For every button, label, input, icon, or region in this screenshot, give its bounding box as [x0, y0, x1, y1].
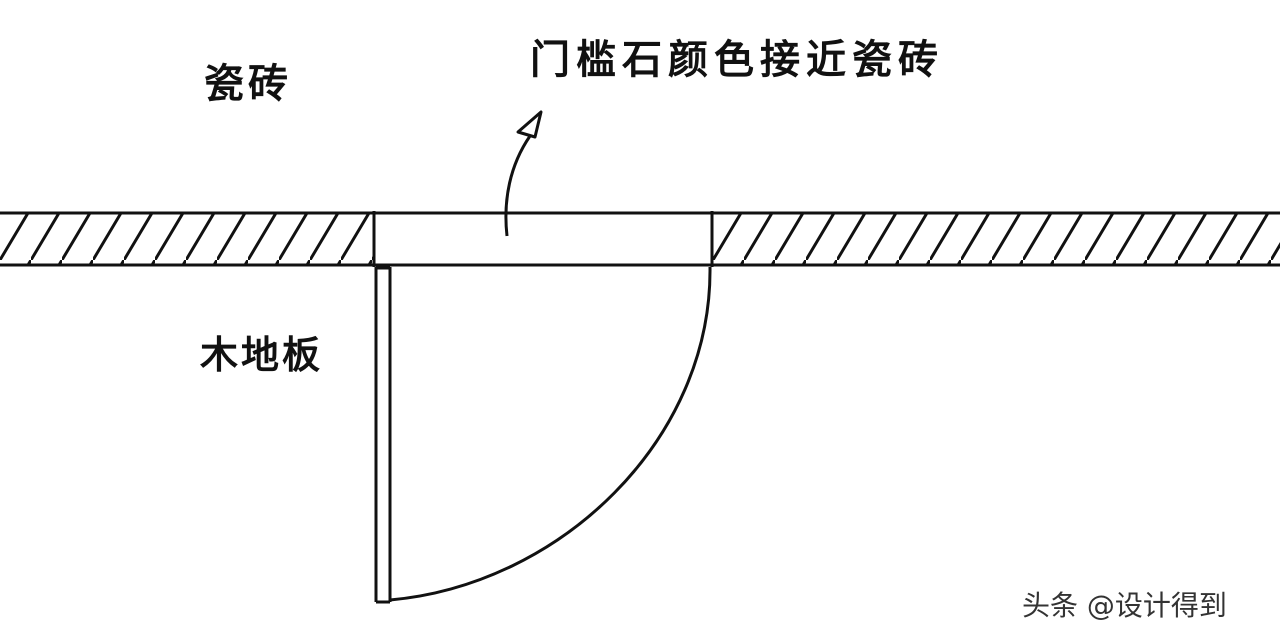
pointer-arrow	[504, 110, 543, 237]
door-leaf	[374, 266, 392, 604]
left-wall	[0, 211, 374, 267]
wood-floor-label: 木地板	[200, 333, 324, 377]
right-wall	[712, 211, 1280, 267]
threshold-stone	[372, 211, 714, 267]
tile-label: 瓷砖	[204, 61, 292, 107]
threshold-note-label: 门槛石颜色接近瓷砖	[530, 37, 944, 83]
door-swing-arc	[389, 266, 712, 602]
watermark-text: 头条 @设计得到	[1022, 589, 1227, 622]
